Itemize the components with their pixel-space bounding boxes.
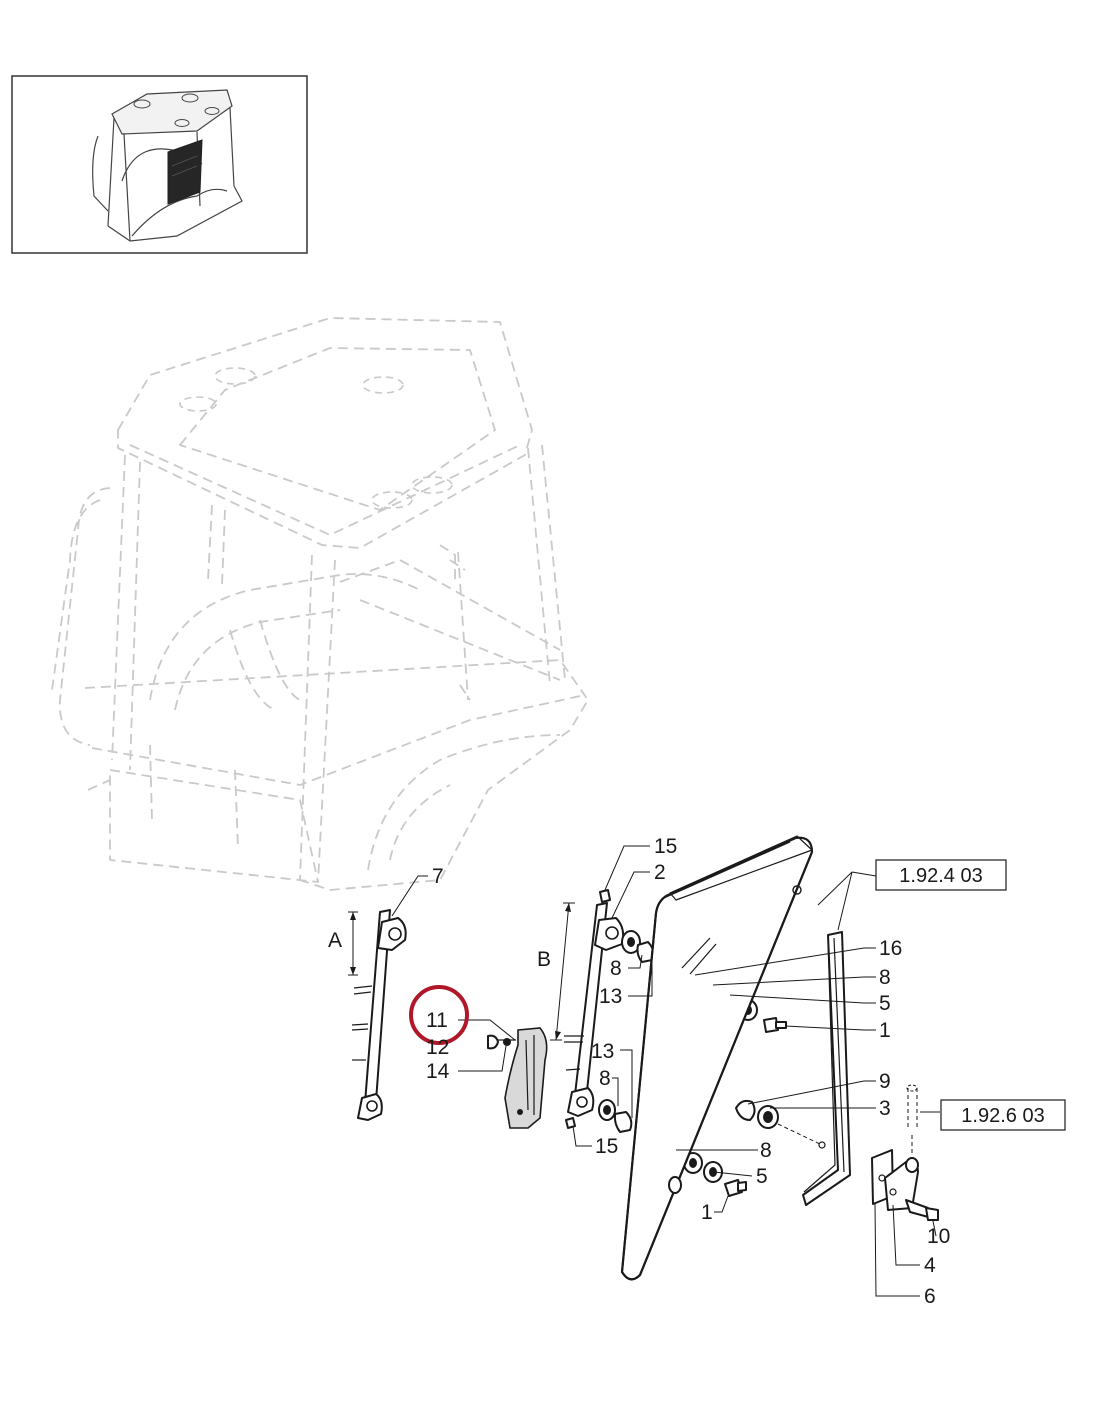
cab-ghost-outline xyxy=(51,317,589,891)
callout-label[interactable]: 7 xyxy=(432,865,444,888)
callout-label[interactable]: 15 xyxy=(595,1135,618,1158)
leader-lines xyxy=(391,845,940,1297)
callout-label[interactable]: 12 xyxy=(426,1036,449,1059)
hinge-assembly xyxy=(871,1084,939,1221)
callout-label[interactable]: 8 xyxy=(879,966,891,989)
callout-label[interactable]: 2 xyxy=(654,861,666,884)
callout-label[interactable]: 11 xyxy=(426,1009,448,1032)
callout-label[interactable]: 15 xyxy=(654,835,677,858)
callout-label[interactable]: 8 xyxy=(610,957,622,980)
callout-label[interactable]: 10 xyxy=(927,1225,950,1248)
callout-label[interactable]: 13 xyxy=(591,1040,614,1063)
callout-label[interactable]: 1 xyxy=(701,1201,713,1224)
callout-label[interactable]: 6 xyxy=(924,1285,936,1308)
callout-label[interactable]: 9 xyxy=(879,1070,891,1093)
callout-label[interactable]: 3 xyxy=(879,1097,891,1120)
callout-label[interactable]: 5 xyxy=(756,1165,768,1188)
dimension-label-a: A xyxy=(328,929,342,952)
rail-part-2 xyxy=(550,889,625,1129)
callout-labels: 7 15 2 16 8 8 13 5 1 11 12 14 13 8 9 3 1… xyxy=(426,835,950,1308)
callout-label[interactable]: 14 xyxy=(426,1060,450,1083)
highlight-circle xyxy=(409,985,469,1045)
reference-box-1[interactable]: 1.92.4 03 xyxy=(875,859,1007,891)
reference-box-2[interactable]: 1.92.6 03 xyxy=(940,1099,1066,1131)
reference-text: 1.92.4 03 xyxy=(899,865,982,887)
callout-label[interactable]: 4 xyxy=(924,1254,936,1277)
callout-label[interactable]: 16 xyxy=(879,937,902,960)
callout-label[interactable]: 13 xyxy=(599,985,622,1008)
inset-thumbnail xyxy=(11,75,308,254)
glass-panel xyxy=(620,835,814,1281)
callout-label[interactable]: 5 xyxy=(879,992,891,1015)
callout-label[interactable]: 1 xyxy=(879,1019,891,1042)
seal-strip xyxy=(802,931,851,1206)
dimension-label-b: B xyxy=(537,948,551,971)
callout-label[interactable]: 8 xyxy=(599,1067,611,1090)
callout-label[interactable]: 8 xyxy=(760,1139,772,1162)
rail-part-7 xyxy=(348,909,407,1121)
bracket-assembly xyxy=(487,1027,548,1129)
reference-text: 1.92.6 03 xyxy=(961,1105,1044,1127)
